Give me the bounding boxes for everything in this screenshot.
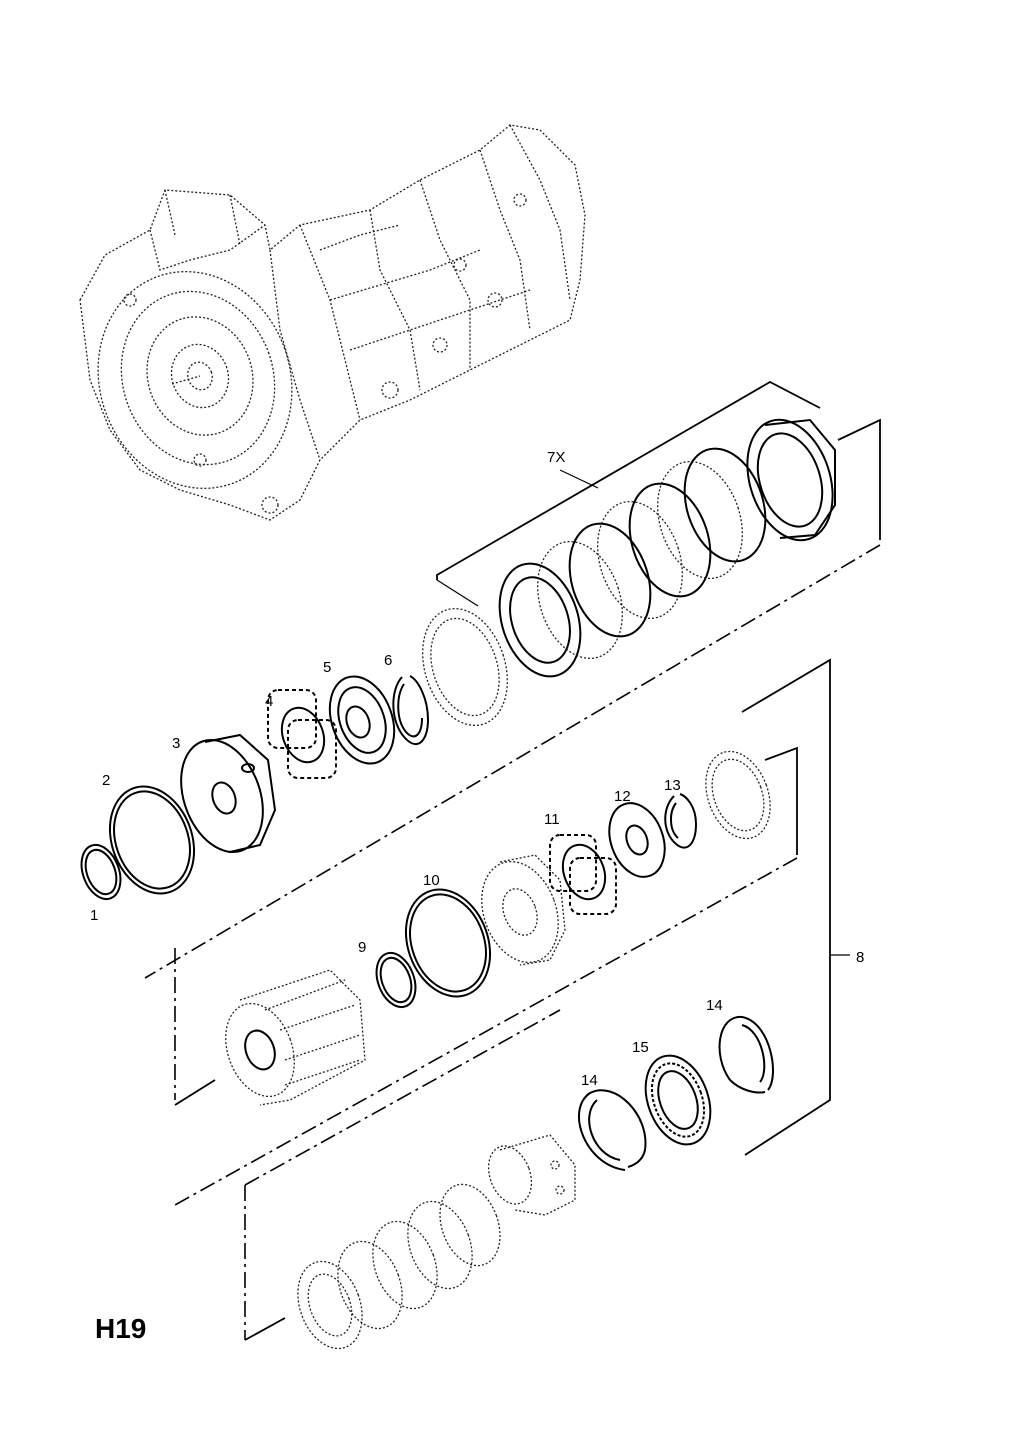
transmission-assembly-illustration <box>79 124 586 521</box>
callout-1: 1 <box>90 907 98 924</box>
splined-hub <box>225 969 366 1106</box>
callout-9: 9 <box>358 939 366 956</box>
callout-12: 12 <box>614 788 631 805</box>
callout-3: 3 <box>172 735 180 752</box>
bracket-group-8 <box>174 658 850 1341</box>
callout-2: 2 <box>102 772 110 789</box>
callout-15: 15 <box>632 1039 649 1056</box>
piston-center-part <box>481 854 566 966</box>
clutch-pack-lower <box>297 1183 501 1350</box>
callout-6: 6 <box>384 652 392 669</box>
part-9-snap-ring <box>375 951 417 1009</box>
part-2-o-ring <box>108 785 196 895</box>
clutch-hub-lower <box>487 1134 576 1216</box>
diagram-code: H19 <box>95 1313 146 1344</box>
callout-14-right: 14 <box>706 997 723 1014</box>
part-13-snap-ring <box>664 793 698 849</box>
callout-8: 8 <box>856 949 864 966</box>
callout-13: 13 <box>664 777 681 794</box>
part-3-piston <box>180 733 277 854</box>
part-12-spring-retainer <box>608 802 666 878</box>
part-15-sprag-ring <box>644 1054 712 1146</box>
bracket-group-7x <box>144 380 881 979</box>
part-14-snap-ring-left <box>578 1089 647 1171</box>
callout-7x: 7X <box>547 449 565 466</box>
part-1-snap-ring <box>80 843 122 901</box>
part-10-o-ring <box>404 888 492 998</box>
callout-11: 11 <box>544 811 560 828</box>
callout-labels: 1 2 3 4 5 6 7X 8 9 10 11 12 13 14 14 15 <box>90 449 864 1089</box>
callout-5: 5 <box>323 659 331 676</box>
part-4-spring-pack <box>267 689 337 779</box>
callout-4: 4 <box>265 693 273 710</box>
callout-14-left: 14 <box>581 1072 598 1089</box>
callout-10: 10 <box>423 872 440 889</box>
part-14-snap-ring-right <box>718 1015 774 1094</box>
pressure-plate <box>705 750 771 840</box>
part-6-snap-ring <box>392 675 430 745</box>
clutch-pack-7x <box>422 418 836 727</box>
part-5-bearing <box>328 675 396 765</box>
part-11-spring-pack <box>549 834 617 915</box>
